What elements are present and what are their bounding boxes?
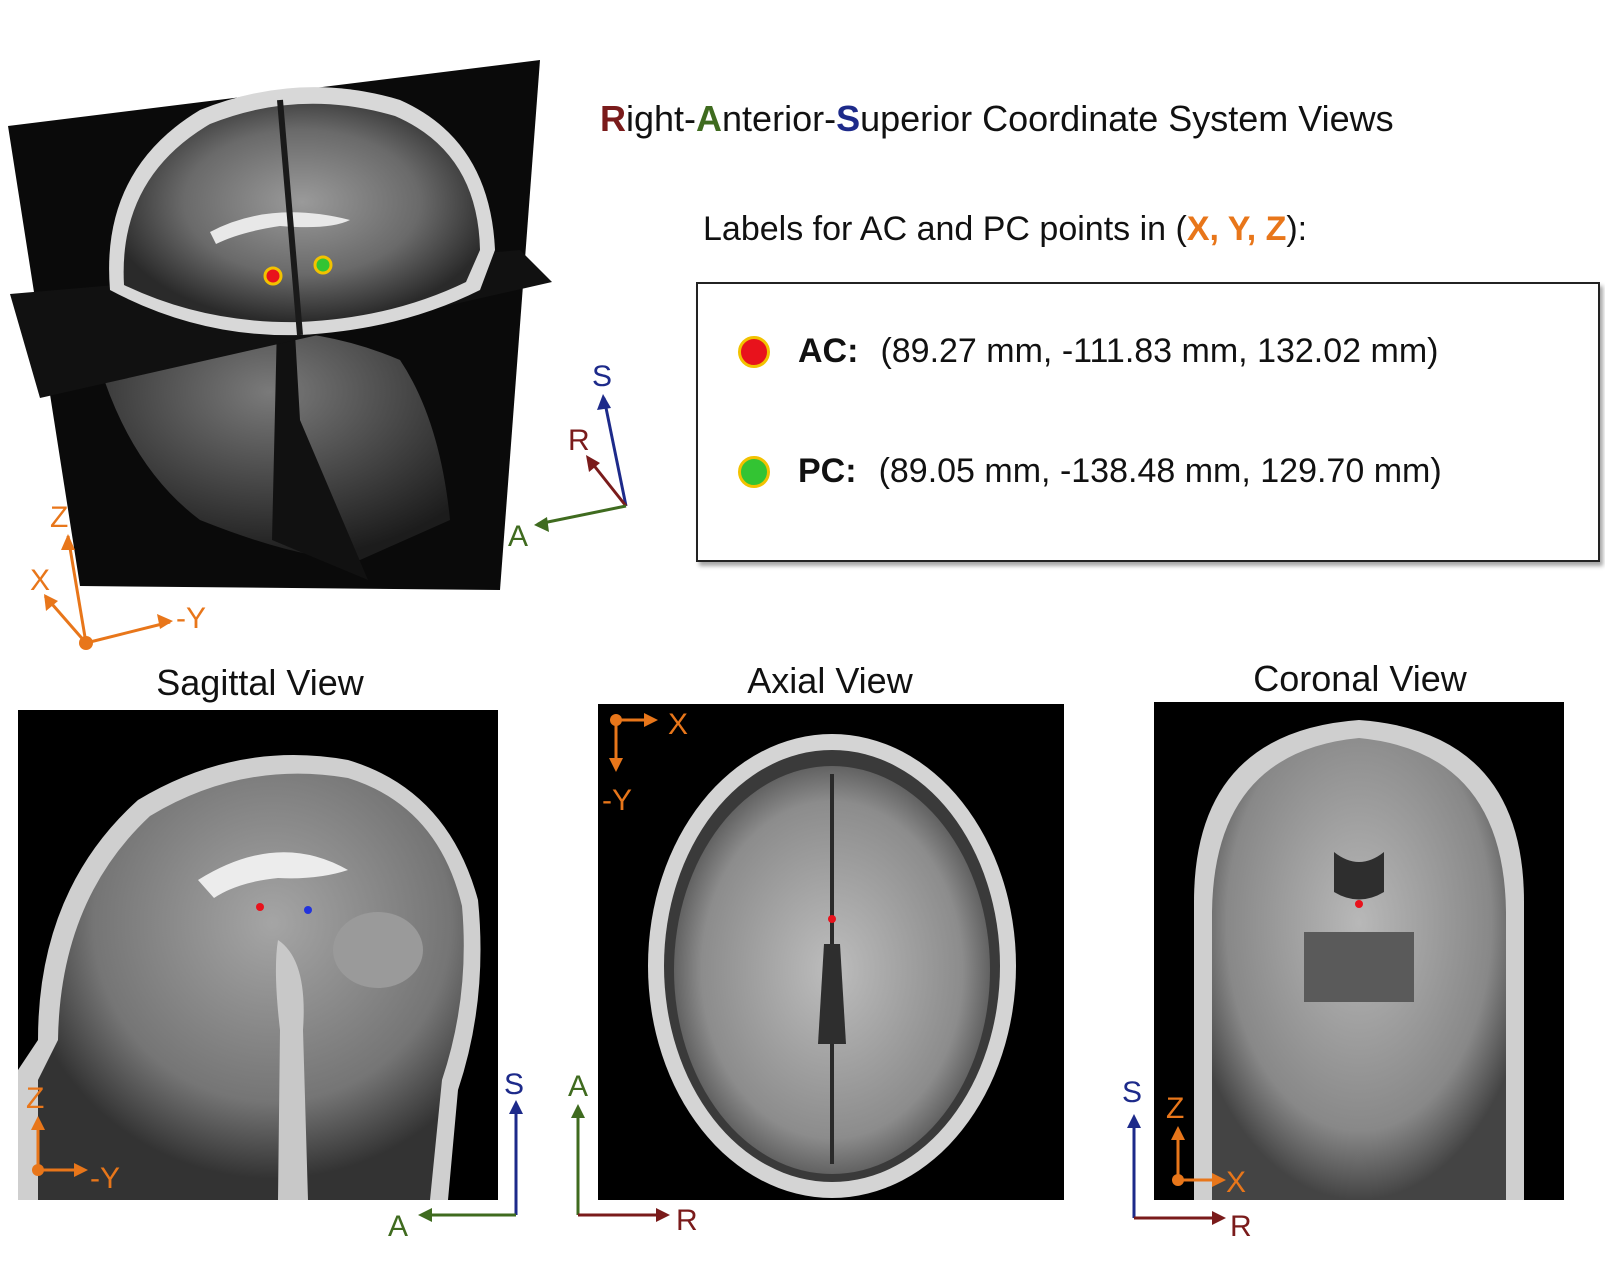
image-axes-3d: Z X -Y [30,501,206,650]
figure-title: Right-Anterior-Superior Coordinate Syste… [600,98,1394,140]
coronal-r-label: R [1230,1210,1252,1243]
coronal-ac-marker [1355,900,1363,908]
sagittal-ac-marker [256,903,264,911]
sagittal-a-arrowhead-icon [418,1208,432,1222]
coronal-ventricles [1334,852,1384,900]
x-arrowhead-icon [44,594,58,611]
x-axis-label: X [30,564,50,597]
ac-dot-icon [738,335,770,368]
title-part: A [696,98,723,139]
coronal-cut-line [277,99,303,336]
r-axis-label: R [568,424,590,457]
coronal-ras-axes: S R [1122,1076,1252,1243]
axial-r-arrowhead-icon [656,1208,670,1222]
sagittal-view-title: Sagittal View [156,662,364,703]
a-arrowhead-icon [534,517,549,532]
title-part: R [600,98,626,139]
sagittal-s-arrowhead-icon [509,1100,523,1114]
pc-dot-icon [738,455,770,488]
axial-ac-marker [828,915,836,923]
axial-a-arrowhead-icon [571,1104,585,1118]
title-part: ight- [626,98,697,139]
coronal-s-label: S [1122,1076,1142,1109]
labels-heading-suffix: ): [1286,210,1308,248]
neg-y-axis-line [85,620,171,645]
axial-view-panel: X -Y [598,704,1064,1200]
coronal-z-label: Z [1166,1092,1184,1125]
axial-r-label: R [676,1204,698,1237]
title-part: uperior Coordinate System Views [860,98,1394,139]
coronal-z-arrowhead-icon [1171,1126,1185,1140]
sagittal-s-label: S [504,1068,524,1101]
coronal-deep-structures [1304,932,1414,1002]
sagittal-a-label: A [388,1210,408,1243]
coronal-x-arrowhead-icon [1212,1173,1226,1187]
ac-label: AC: [798,332,859,370]
pc-coordinates: (89.05 mm, -138.48 mm, 129.70 mm) [878,452,1442,490]
pc-label: PC: [798,452,857,490]
title-part: S [836,98,861,139]
neg-y-axis-label: -Y [176,602,206,635]
labels-heading-prefix: Labels for AC and PC points in ( [703,210,1187,248]
sagittal-neg-y-label: -Y [90,1162,120,1195]
axial-a-label: A [568,1070,588,1103]
s-arrowhead-icon [597,394,611,410]
sagittal-cerebellum [333,912,423,988]
ras-axes-3d: S R A [508,360,628,553]
r-arrowhead-icon [586,455,600,472]
ac-coordinates: (89.27 mm, -111.83 mm, 132.02 mm) [880,332,1439,370]
neg-y-arrowhead-icon [157,614,173,629]
labels-heading: Labels for AC and PC points in (X, Y, Z)… [703,210,1307,249]
sagittal-brain [38,773,464,1200]
z-axis-line [66,535,88,644]
sagittal-view-panel: Z -Y [18,710,498,1200]
pc-point-row: PC: (89.05 mm, -138.48 mm, 129.70 mm) [738,452,1442,491]
a-axis-line [537,504,627,526]
labels-heading-coords: X, Y, Z [1186,210,1287,248]
axial-view-title: Axial View [747,660,913,701]
pc-marker-3d [313,255,333,275]
axial-ras-axes: A R [568,1070,698,1237]
sagittal-brainstem [275,940,308,1200]
sagittal-z-arrowhead-icon [31,1116,45,1130]
sagittal-corpus-callosum [198,852,348,898]
coronal-s-arrowhead-icon [1127,1114,1141,1128]
ac-point-row: AC: (89.27 mm, -111.83 mm, 132.02 mm) [738,332,1438,371]
s-axis-label: S [592,360,612,393]
coronal-r-arrowhead-icon [1212,1211,1226,1225]
sagittal-neg-y-arrowhead-icon [74,1163,88,1177]
axial-neg-y-arrowhead-icon [609,758,623,772]
axial-ventricle [818,944,846,1044]
axial-x-arrowhead-icon [644,713,658,727]
sagittal-z-label: Z [26,1082,44,1115]
ac-marker-3d [263,266,283,286]
z-arrowhead-icon [61,534,75,550]
coronal-view-panel: Z X [1154,702,1564,1200]
z-axis-label: Z [50,501,68,534]
title-part: nterior- [722,98,837,139]
points-legend-box: AC: (89.27 mm, -111.83 mm, 132.02 mm) PC… [696,282,1600,562]
neck-region [90,320,450,560]
axial-neg-y-label: -Y [602,784,632,817]
orthogonal-slices-3d-view: Z X -Y S R A [8,20,628,650]
corpus-callosum [210,212,350,244]
coronal-view-title: Coronal View [1253,658,1467,699]
coronal-x-label: X [1226,1166,1246,1199]
s-axis-line [602,397,628,507]
axial-x-label: X [668,708,688,741]
sagittal-pc-marker [304,906,312,914]
sagittal-ras-axes: S A [388,1068,524,1243]
a-axis-label: A [508,520,528,553]
